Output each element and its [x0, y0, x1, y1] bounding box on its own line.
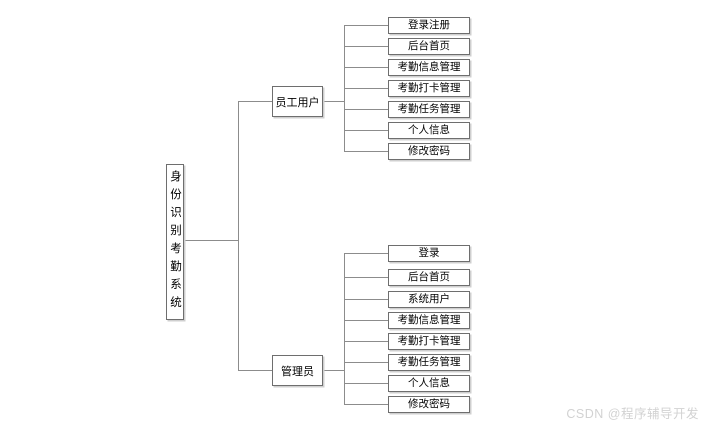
- connector-top-branch-3: [344, 67, 388, 69]
- node-attendance-task-mgmt-2: 考勤任务管理: [388, 354, 470, 371]
- connector-bottom-branch-5: [344, 341, 388, 343]
- node-attendance-checkin-mgmt: 考勤打卡管理: [388, 80, 470, 97]
- connector-bottom-branch-6: [344, 362, 388, 364]
- connector-bottom-branch-4: [344, 320, 388, 322]
- connector-bottom-branch-8: [344, 404, 388, 406]
- node-admin: 管理员: [272, 355, 323, 386]
- connector-bottom-branch-1: [344, 253, 388, 255]
- node-root-system: 身份识别考勤系统: [166, 164, 184, 320]
- node-login-register: 登录注册: [388, 17, 470, 34]
- connector-bottom-branch-2: [344, 277, 388, 279]
- connector-employee-out: [323, 101, 345, 103]
- connector-root-horizontal: [184, 240, 238, 242]
- connector-top-branch-2: [344, 46, 388, 48]
- connector-bottom-branch-3: [344, 299, 388, 301]
- connector-left-trunk: [238, 101, 240, 371]
- node-employee-user: 员工用户: [272, 86, 323, 117]
- connector-admin-out: [322, 370, 345, 372]
- node-backend-home-2: 后台首页: [388, 269, 470, 286]
- node-attendance-checkin-mgmt-2: 考勤打卡管理: [388, 333, 470, 350]
- node-backend-home: 后台首页: [388, 38, 470, 55]
- connector-admin-in: [238, 370, 272, 372]
- node-attendance-info-mgmt: 考勤信息管理: [388, 59, 470, 76]
- connector-top-branch-7: [344, 151, 388, 153]
- node-change-password: 修改密码: [388, 143, 470, 160]
- node-personal-info-2: 个人信息: [388, 375, 470, 392]
- connector-top-branch-5: [344, 109, 388, 111]
- connector-bottom-branch-7: [344, 383, 388, 385]
- node-personal-info: 个人信息: [388, 122, 470, 139]
- node-attendance-task-mgmt: 考勤任务管理: [388, 101, 470, 118]
- node-attendance-info-mgmt-2: 考勤信息管理: [388, 312, 470, 329]
- connector-employee-in: [238, 101, 272, 103]
- node-change-password-2: 修改密码: [388, 396, 470, 413]
- connector-bottom-trunk: [344, 253, 346, 405]
- connector-top-branch-4: [344, 88, 388, 90]
- node-login: 登录: [388, 245, 470, 262]
- connector-top-branch-1: [344, 25, 388, 27]
- node-system-users: 系统用户: [388, 291, 470, 308]
- connector-top-branch-6: [344, 130, 388, 132]
- watermark: CSDN @程序辅导开发: [566, 407, 699, 421]
